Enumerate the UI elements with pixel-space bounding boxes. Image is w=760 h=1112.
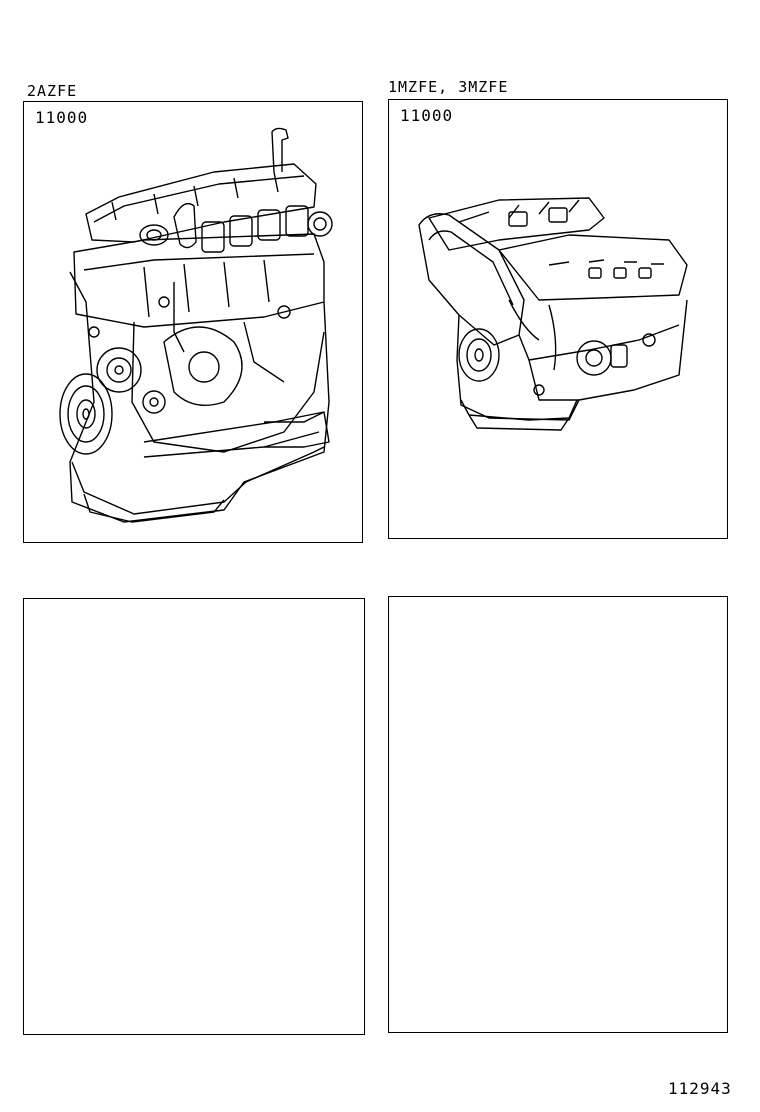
panel-2-part-code: 11000	[400, 106, 454, 125]
panel-2-model-label: 1MZFE, 3MZFE	[388, 78, 509, 96]
panel-1-model-label: 2AZFE	[27, 82, 78, 100]
panel-1mzfe-3mzfe: 11000	[388, 99, 728, 539]
v6-engine-icon	[418, 197, 688, 431]
panel-empty-right	[388, 596, 728, 1033]
panel-1-part-code: 11000	[35, 108, 89, 127]
panel-2azfe: 11000	[23, 101, 363, 543]
inline-4-engine-icon	[59, 127, 333, 523]
panel-empty-left	[23, 598, 365, 1035]
figure-number: 112943	[668, 1079, 732, 1098]
